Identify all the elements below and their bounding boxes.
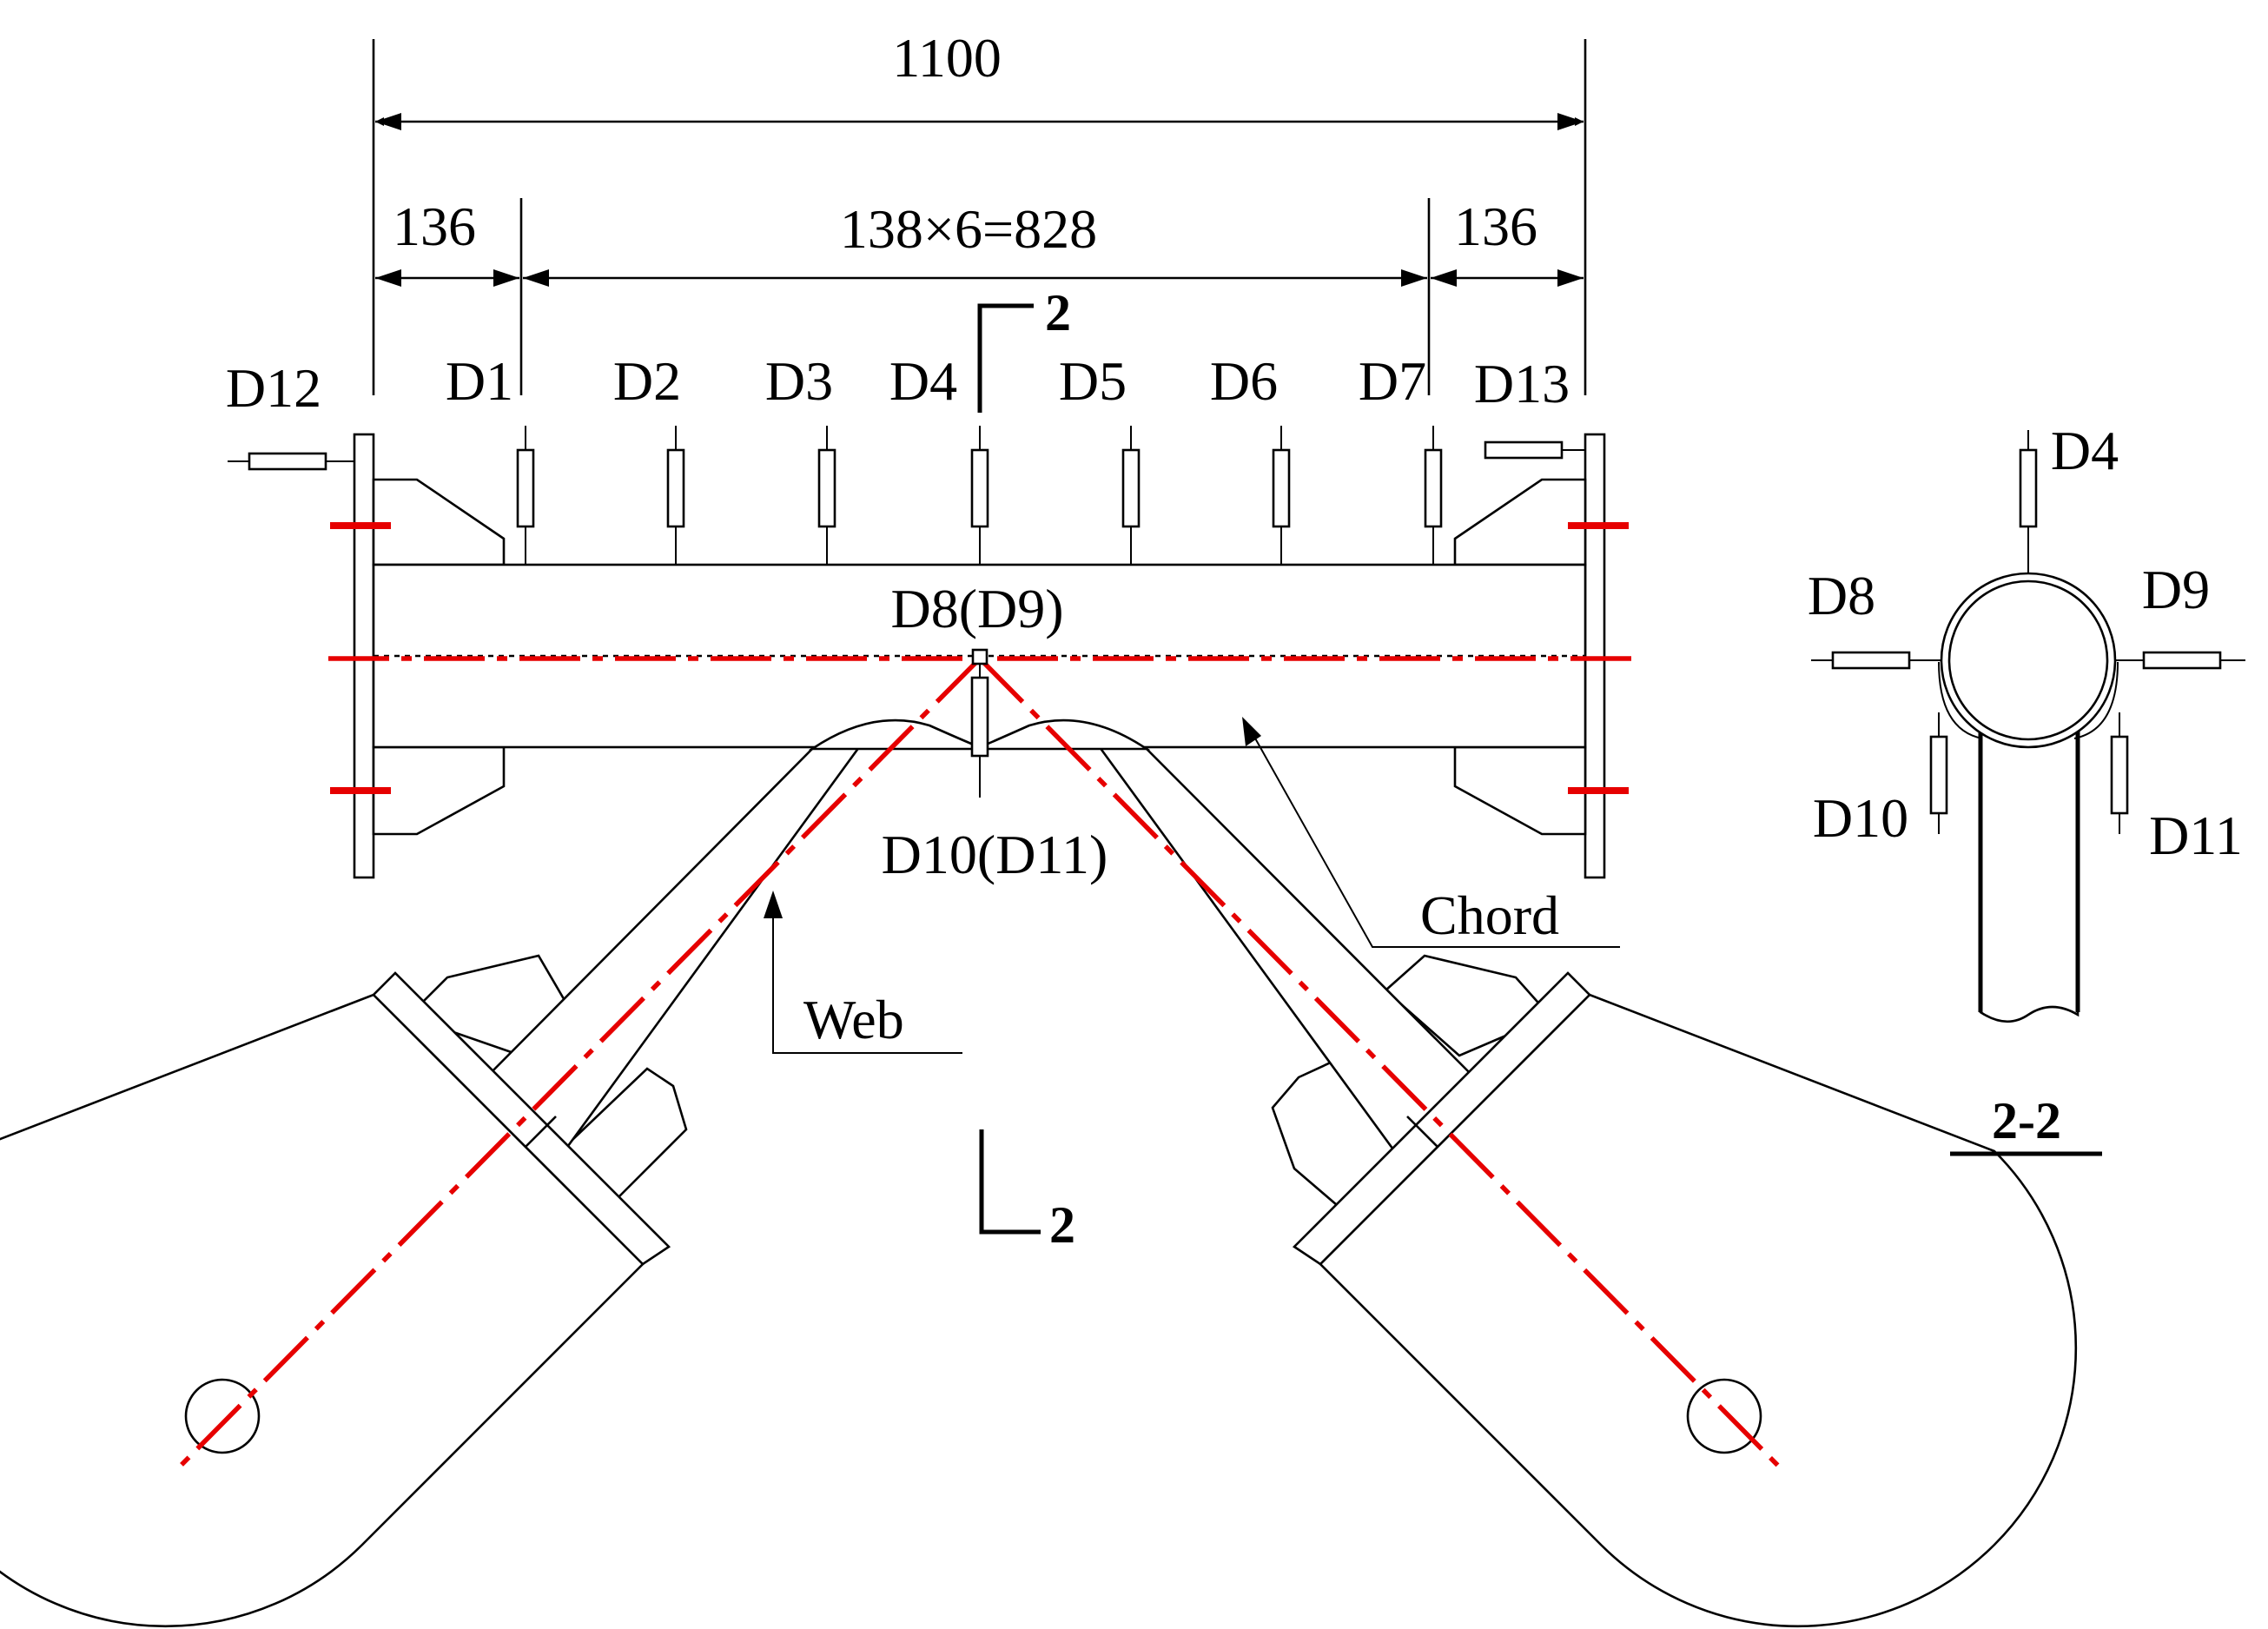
label-d6: D6	[1210, 350, 1278, 412]
gauge-d7	[1424, 426, 1443, 565]
label-d3: D3	[765, 350, 833, 412]
right-web-member	[975, 680, 2078, 1628]
gauge-d4	[970, 426, 989, 565]
gauges-top-row	[516, 426, 1443, 565]
label-d1: D1	[446, 350, 513, 412]
label-d12: D12	[226, 357, 321, 419]
label-d8-d9: D8(D9)	[890, 578, 1063, 639]
left-web-member	[0, 680, 983, 1628]
gauge-d10-d11	[970, 665, 989, 798]
gauge-d6	[1272, 426, 1291, 565]
dimension-lines	[372, 39, 1587, 395]
section-title: 2-2	[1992, 1092, 2061, 1149]
dim-overall: 1100	[892, 27, 1002, 89]
label-d7: D7	[1359, 350, 1426, 412]
label-d4: D4	[889, 350, 957, 412]
label-section-d9: D9	[2142, 559, 2210, 620]
label-chord: Chord	[1420, 884, 1559, 946]
section-marker-bottom-label: 2	[1049, 1196, 1075, 1254]
gauge-d12	[228, 452, 354, 471]
label-section-d4: D4	[2051, 420, 2119, 481]
gauge-d13	[1484, 440, 1585, 460]
label-d2: D2	[613, 350, 681, 412]
label-d10-d11: D10(D11)	[882, 824, 1108, 885]
label-section-d10: D10	[1813, 787, 1908, 849]
gauge-d1	[516, 426, 535, 565]
chord-leader	[1242, 717, 1620, 948]
bolt-marks	[330, 522, 1629, 794]
label-d5: D5	[1059, 350, 1127, 412]
gauge-d8-d9	[971, 648, 989, 666]
gauge-d5	[1121, 426, 1141, 565]
web-leader	[764, 891, 962, 1054]
label-web: Web	[803, 989, 904, 1050]
dim-middle: 138×6=828	[840, 198, 1097, 260]
section-marker-top	[977, 303, 1034, 413]
section-marker-bottom	[979, 1129, 1041, 1235]
section-marker-top-label: 2	[1045, 284, 1071, 341]
dim-left-end: 136	[393, 195, 476, 257]
label-section-d8: D8	[1808, 565, 1875, 626]
section-2-2-view	[1811, 430, 2245, 1156]
gauge-d3	[817, 426, 836, 565]
gauge-d2	[666, 426, 685, 565]
label-d13: D13	[1474, 353, 1570, 414]
dim-right-end: 136	[1454, 195, 1537, 257]
label-section-d11: D11	[2149, 805, 2243, 866]
